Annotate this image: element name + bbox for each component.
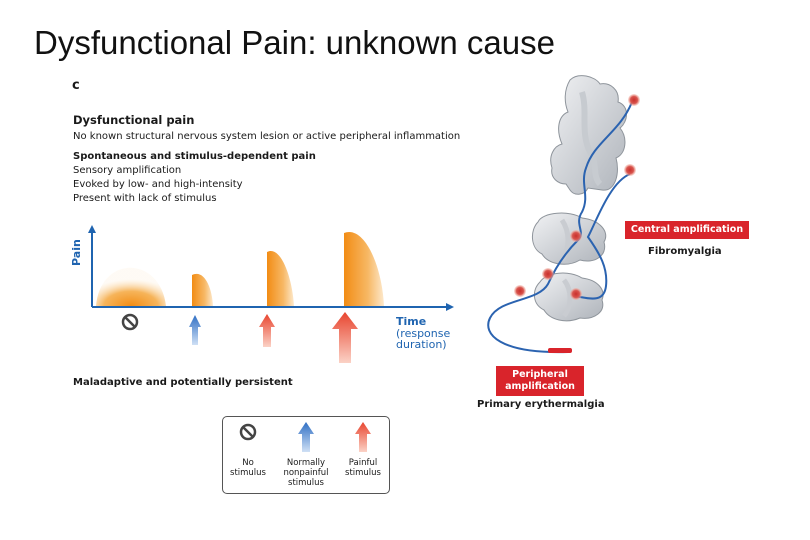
legend-no-stimulus-icon <box>239 423 257 441</box>
amplification-site-thalamus <box>624 164 636 176</box>
description-line: Present with lack of stimulus <box>73 193 217 204</box>
x-axis-sublabel: (response duration) <box>396 327 451 351</box>
peripheral-example: Primary erythermalgia <box>477 399 605 410</box>
amplification-site-spinal-upper <box>570 230 582 242</box>
brain-section <box>550 75 627 195</box>
x-axis-arrowhead <box>446 303 454 311</box>
panel-heading: Dysfunctional pain <box>73 113 195 127</box>
nerve-pathway-secondary <box>573 173 631 300</box>
description-line: Evoked by low- and high-intensity <box>73 179 243 190</box>
spontaneous-pain-mound <box>96 267 166 306</box>
spontaneous-heading: Spontaneous and stimulus-dependent pain <box>73 151 316 162</box>
central-example: Fibromyalgia <box>648 246 722 257</box>
panel-subheading: No known structural nervous system lesio… <box>73 131 461 142</box>
y-axis-arrowhead <box>88 225 96 233</box>
nervous-system-illustration <box>487 75 640 354</box>
panel-letter: c <box>72 78 80 93</box>
pain-time-graph <box>88 225 454 363</box>
peripheral-nerve-ending <box>548 348 572 353</box>
blue-stimulus-arrow <box>189 315 201 345</box>
no-stimulus-icon <box>121 313 139 331</box>
peripheral-amplification-tag: Peripheral amplification <box>496 366 584 396</box>
legend-red-arrow-icon <box>355 422 371 452</box>
legend-label-no-stimulus: No stimulus <box>230 458 266 478</box>
legend-icons <box>239 422 371 452</box>
legend-label-nonpainful: Normally nonpainful stimulus <box>283 458 329 488</box>
slide-title: Dysfunctional Pain: unknown cause <box>34 24 555 61</box>
central-amplification-tag: Central amplification <box>625 221 749 239</box>
amplification-site-ganglion-upper <box>542 268 554 280</box>
legend-label-painful: Painful stimulus <box>345 458 381 478</box>
red-stimulus-arrow-large <box>332 312 358 363</box>
maladaptive-text: Maladaptive and potentially persistent <box>73 377 293 388</box>
pain-peak-mid <box>267 250 294 306</box>
amplification-site-ganglion <box>514 285 526 297</box>
x-axis-label: Time <box>396 315 427 328</box>
amplification-site-spinal-lower <box>570 288 582 300</box>
legend-box <box>222 416 390 494</box>
legend-blue-arrow-icon <box>298 422 314 452</box>
pain-peak-high <box>344 231 384 306</box>
red-stimulus-arrow <box>259 314 275 347</box>
description-line: Sensory amplification <box>73 165 182 176</box>
amplification-site-brain <box>628 94 640 106</box>
pain-peak-low <box>192 273 213 306</box>
y-axis-label: Pain <box>70 239 83 266</box>
brain-gray-matter <box>579 91 603 187</box>
